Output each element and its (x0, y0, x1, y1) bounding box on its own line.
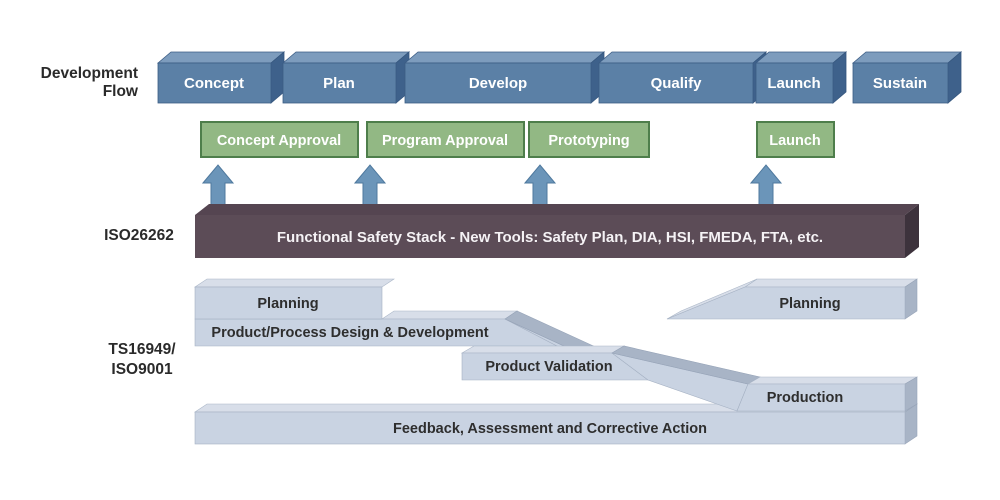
stage-box-develop-front-face (404, 62, 592, 104)
stage-box-sustain-top-face (851, 51, 963, 64)
ts16949-line2: ISO9001 (111, 361, 173, 378)
quality-bar-design: Product/Process Design & Development (194, 310, 601, 358)
quality-bar-planning-right-top-face (744, 278, 918, 288)
functional-safety-bar-label: Functional Safety Stack - New Tools: Saf… (277, 229, 823, 246)
quality-label-production: Production (767, 390, 844, 406)
ts16949-line1: TS16949/ (108, 341, 176, 358)
up-arrow-icon-2 (353, 164, 387, 207)
stage-box-plan: Plan (281, 51, 411, 104)
quality-bar-validation: Product Validation (460, 345, 761, 412)
up-arrow-icon-3 (523, 164, 557, 207)
quality-label-validation: Product Validation (485, 359, 612, 375)
stage-box-qualify: Qualify (597, 51, 768, 104)
ts16949-label: TS16949/ ISO9001 (108, 341, 176, 378)
stage-label-plan: Plan (323, 75, 355, 92)
stage-box-concept: Concept (156, 51, 286, 104)
milestone-launch-box (756, 121, 835, 158)
functional-safety-bar-top-face (195, 204, 919, 215)
up-arrow-icon-4 (749, 164, 783, 207)
milestone-label-program-approval: Program Approval (382, 133, 508, 149)
milestone-concept-approval: Concept Approval (200, 121, 359, 158)
up-arrow-icon-1 (201, 164, 235, 207)
stage-box-qualify-top-face (597, 51, 768, 64)
stage-box-qualify-front-face (598, 62, 754, 104)
quality-bar-planning-right: Planning (666, 278, 918, 320)
quality-label-planning-right: Planning (779, 296, 840, 312)
milestone-launch: Launch (756, 121, 835, 158)
functional-safety-bar-side-face (905, 204, 919, 258)
quality-bar-planning-left: Planning (194, 278, 395, 320)
stage-box-launch-top-face (754, 51, 848, 64)
stage-label-qualify: Qualify (651, 75, 703, 92)
quality-bar-design-top-face (381, 310, 518, 320)
stage-label-launch: Launch (767, 75, 820, 92)
quality-bar-production-front-face (736, 383, 906, 412)
iso26262-label: ISO26262 (104, 227, 174, 244)
stage-box-develop: Develop (403, 51, 606, 104)
milestone-program-approval-box (366, 121, 525, 158)
quality-bar-validation-top-face (460, 345, 626, 354)
quality-bar-planning-left-front-face (194, 286, 383, 320)
functional-safety-bar-front-face (195, 215, 905, 258)
stage-box-plan-top-face (281, 51, 411, 64)
milestone-label-prototyping: Prototyping (548, 133, 629, 149)
stage-label-develop: Develop (469, 75, 527, 92)
milestone-label-launch: Launch (769, 133, 821, 149)
development-flow-label: Development Flow (41, 65, 139, 100)
stage-box-sustain: Sustain (851, 51, 963, 104)
quality-bar-production: Production (736, 376, 919, 412)
milestone-concept-approval-box (200, 121, 359, 158)
development-flow-line1: Development (41, 65, 138, 82)
stage-box-sustain-front-face (852, 62, 949, 104)
milestone-prototyping: Prototyping (528, 121, 650, 158)
milestone-prototyping-box (528, 121, 650, 158)
milestone-label-concept-approval: Concept Approval (217, 133, 341, 149)
quality-bar-planning-right-front-face (666, 286, 906, 320)
stage-box-launch-front-face (755, 62, 834, 104)
stage-box-launch: Launch (754, 51, 848, 104)
development-flow-line2: Flow (103, 83, 139, 100)
quality-bar-production-top-face (746, 376, 919, 385)
stage-label-sustain: Sustain (873, 75, 927, 92)
stage-box-plan-front-face (282, 62, 397, 104)
functional-safety-bar: Functional Safety Stack - New Tools: Saf… (195, 204, 919, 258)
stage-label-concept: Concept (184, 75, 244, 92)
quality-label-planning-left: Planning (257, 296, 318, 312)
stage-box-concept-top-face (156, 51, 286, 64)
stage-box-concept-front-face (157, 62, 272, 104)
stage-box-develop-top-face (403, 51, 606, 64)
quality-bar-planning-left-top-face (194, 278, 395, 288)
quality-bar-feedback-front-face (194, 411, 906, 445)
quality-label-feedback: Feedback, Assessment and Corrective Acti… (393, 421, 707, 437)
quality-label-design: Product/Process Design & Development (211, 325, 488, 341)
milestone-program-approval: Program Approval (366, 121, 525, 158)
